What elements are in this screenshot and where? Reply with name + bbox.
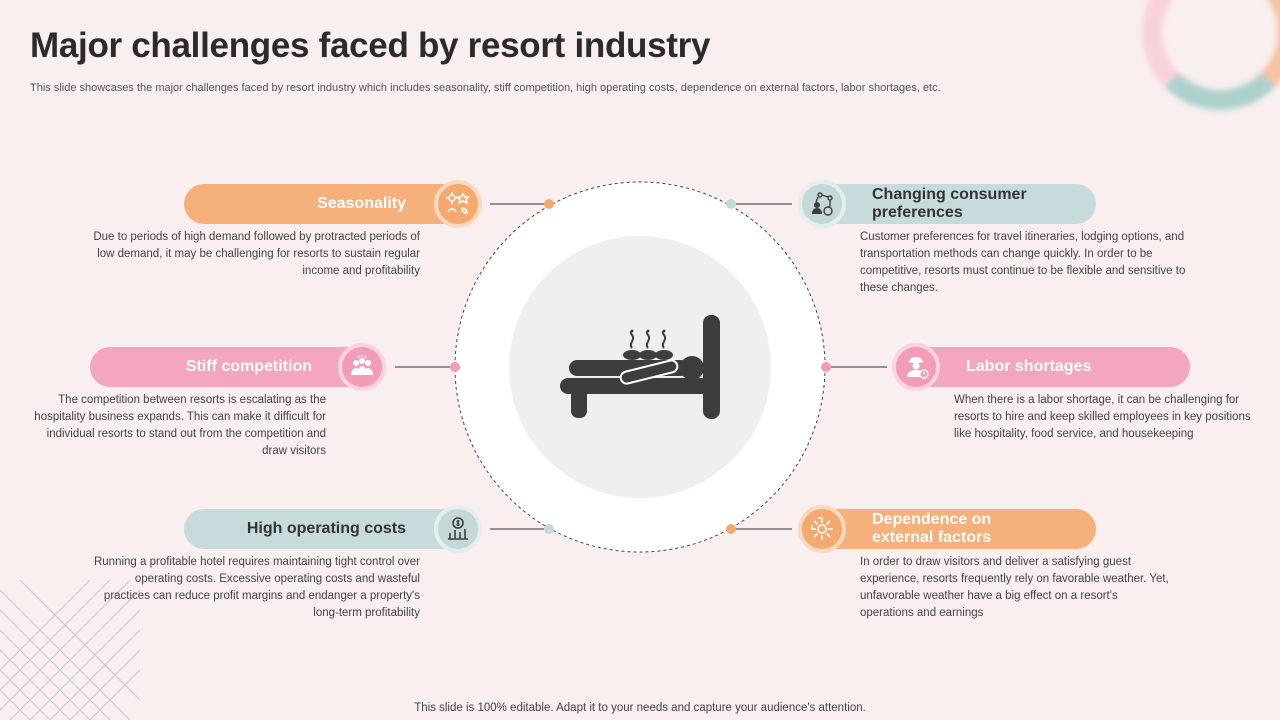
pill-label: Seasonality bbox=[317, 195, 406, 212]
seasons-icon bbox=[434, 180, 482, 228]
desc-stiff-competition: The competition between resorts is escal… bbox=[34, 394, 326, 457]
pill-dependence-external-factors: Dependence on external factors bbox=[804, 509, 1096, 549]
connector-dot-seasonality bbox=[544, 199, 554, 209]
pill-label: High operating costs bbox=[246, 520, 406, 537]
crowd-icon bbox=[338, 343, 386, 391]
connector-dot-preferences bbox=[726, 199, 736, 209]
pill-stiff-competition: Stiff competition bbox=[90, 347, 380, 387]
desc-changing-consumer-preferences: Customer preferences for travel itinerar… bbox=[860, 231, 1186, 294]
desc-labor-shortages: When there is a labor shortage, it can b… bbox=[954, 394, 1251, 440]
desc-dependence-external-factors: In order to draw visitors and deliver a … bbox=[860, 556, 1169, 619]
worker-alert-icon bbox=[892, 343, 940, 391]
desc-high-operating-costs: Running a profitable hotel requires main… bbox=[93, 556, 420, 619]
connector-dot-external bbox=[726, 524, 736, 534]
connector-dot-labor bbox=[821, 362, 831, 372]
consumer-network-icon bbox=[798, 180, 846, 228]
footer-note: This slide is 100% editable. Adapt it to… bbox=[414, 702, 866, 714]
cost-chart-icon bbox=[434, 505, 482, 553]
decorative-grid bbox=[0, 580, 140, 720]
pill-label: Dependence on external factors bbox=[872, 511, 992, 546]
page-title: Major challenges faced by resort industr… bbox=[30, 26, 711, 65]
desc-seasonality: Due to periods of high demand followed b… bbox=[93, 231, 420, 277]
connector-dot-competition bbox=[450, 362, 460, 372]
pill-changing-consumer-preferences: Changing consumer preferences bbox=[804, 184, 1096, 224]
pill-high-operating-costs: High operating costs bbox=[184, 509, 474, 549]
pill-label: Stiff competition bbox=[185, 358, 312, 375]
page-subtitle: This slide showcases the major challenge… bbox=[30, 82, 941, 94]
pill-label: Labor shortages bbox=[966, 358, 1092, 375]
pill-seasonality: Seasonality bbox=[184, 184, 474, 224]
connector-dot-costs bbox=[544, 524, 554, 534]
external-factors-icon bbox=[798, 505, 846, 553]
pill-labor-shortages: Labor shortages bbox=[898, 347, 1190, 387]
massage-bed-hot-stones-icon bbox=[560, 315, 720, 419]
pill-label: Changing consumer preferences bbox=[872, 186, 1027, 221]
